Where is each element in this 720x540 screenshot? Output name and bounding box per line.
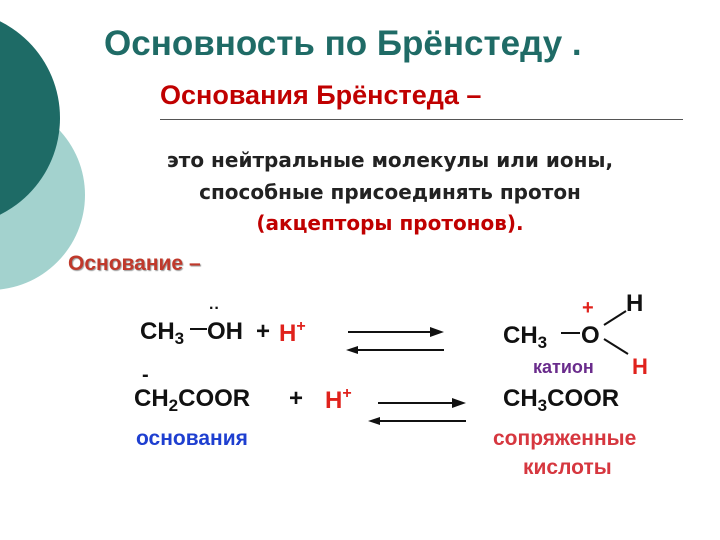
product2-sub: 3 — [537, 396, 548, 415]
product-oxygen: O — [581, 322, 600, 349]
reverse-arrowhead-1 — [346, 346, 358, 354]
bond-o-h-top — [603, 310, 627, 326]
product2-ch: CH — [503, 385, 538, 412]
product-h-bottom: H — [632, 354, 648, 379]
reaction2-proton: H+ — [325, 385, 352, 415]
proton-charge: + — [296, 318, 306, 335]
reactant-sub: 3 — [174, 329, 185, 348]
cation-label: катион — [533, 357, 594, 377]
reactant2-sub: 2 — [168, 396, 179, 415]
lone-pair-dots: ·· — [209, 300, 220, 317]
bases-label: основания — [136, 427, 248, 450]
proton-h: H — [279, 320, 297, 347]
product-ch: CH — [503, 322, 538, 349]
product-h-top: H — [626, 290, 644, 317]
reaction2-reactant: CH2COOR — [134, 385, 250, 416]
definition-line-1: это нейтральные молекулы или ионы, — [166, 148, 614, 172]
product-charge: + — [582, 297, 594, 319]
page-title: Основность по Брёнстеду . — [104, 24, 582, 63]
equilibrium-arrow-1 — [346, 327, 444, 354]
subtitle-text: Основания Брёнстеда — [160, 80, 459, 110]
reaction1-proton: H+ — [279, 318, 306, 348]
reactant-ch: CH — [140, 318, 175, 345]
bond-o-h-bottom — [603, 338, 629, 355]
definition-line-3: (акцепторы протонов). — [256, 211, 524, 235]
reaction1-plus: + — [256, 318, 271, 345]
proton2-charge: + — [342, 385, 352, 402]
reverse-arrowhead-2 — [368, 417, 380, 425]
reaction1-product: CH3 — [503, 322, 547, 353]
reactant2-rest: COOR — [178, 385, 251, 412]
forward-arrowhead-2 — [452, 398, 466, 408]
reactant2-ch: CH — [134, 385, 169, 412]
section-subtitle: Основания Брёнстеда – — [160, 80, 481, 111]
subtitle-dash: – — [466, 80, 482, 110]
forward-arrowhead-1 — [430, 327, 444, 337]
conjugate-label-line2: кислоты — [523, 456, 612, 479]
anion-charge: - — [142, 364, 149, 386]
divider-line — [160, 119, 683, 120]
equilibrium-arrow-2 — [368, 398, 466, 425]
reaction1-reactant: CH3 — [140, 318, 184, 349]
reaction1-oh: OH — [207, 318, 243, 345]
product2-rest: COOR — [547, 385, 620, 412]
decorative-circles — [0, 21, 85, 290]
deco-dark-circle — [0, 21, 60, 215]
reaction2-plus: + — [289, 385, 304, 412]
proton2-h: H — [325, 387, 343, 414]
product-sub: 3 — [537, 333, 548, 352]
definition-line-2: способные присоединять протон — [199, 180, 581, 204]
reaction2-product: CH3COOR — [503, 385, 619, 416]
conjugate-label-line1: сопряженные — [493, 427, 637, 450]
base-label: Основание – — [68, 252, 201, 275]
